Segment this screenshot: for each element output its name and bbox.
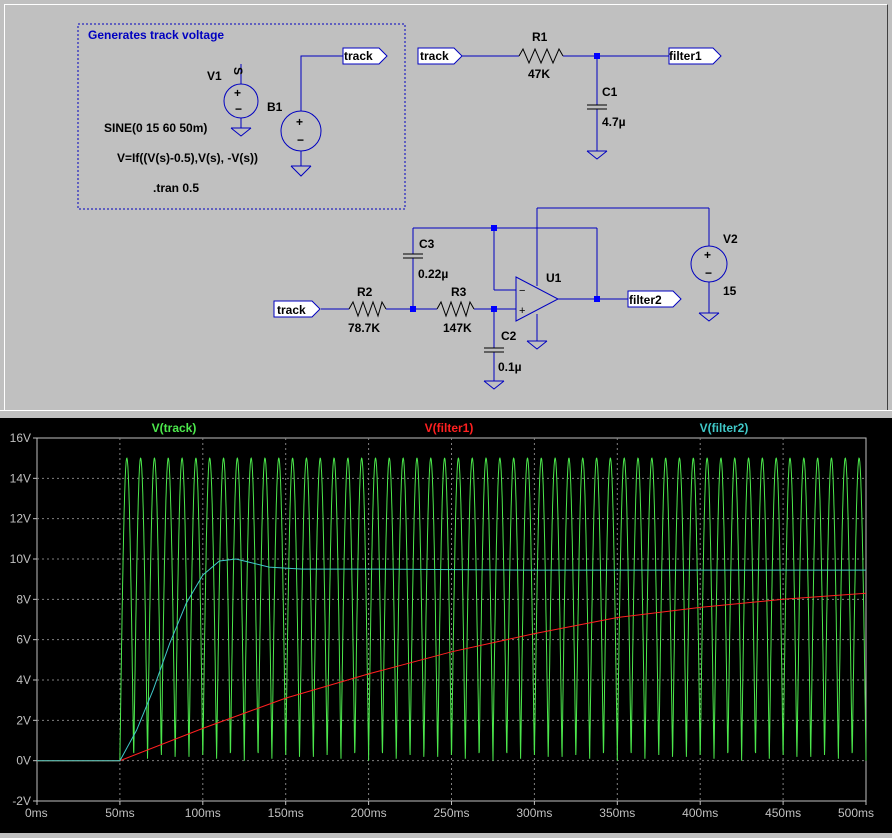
y-tick-label: 0V bbox=[16, 754, 31, 768]
v1-value[interactable]: SINE(0 15 60 50m) bbox=[104, 121, 207, 135]
v2-name[interactable]: V2 bbox=[723, 232, 738, 246]
waveform-plot[interactable]: 16V 14V 12V 10V 8V 6V 4V 2V 0V -2V 0ms 50ms 100ms 15… bbox=[0, 418, 892, 833]
y-tick-label: 8V bbox=[16, 592, 31, 606]
r3-resistor[interactable] bbox=[436, 300, 475, 318]
y-tick-label: 10V bbox=[10, 552, 31, 566]
v1-source[interactable]: + − bbox=[223, 64, 259, 137]
svg-text:−: − bbox=[705, 266, 712, 280]
y-tick-label: 16V bbox=[10, 431, 31, 445]
filter1-wiring bbox=[461, 55, 669, 160]
svg-text:−: − bbox=[519, 285, 525, 297]
y-tick-label: -2V bbox=[12, 794, 31, 808]
c3-name[interactable]: C3 bbox=[419, 237, 435, 251]
schematic-pane[interactable]: Generates track voltage + − S V1 SINE(0 … bbox=[0, 0, 892, 414]
c3-capacitor[interactable] bbox=[403, 253, 423, 259]
y-tick-label: 2V bbox=[16, 713, 31, 727]
x-tick-label: 500ms bbox=[838, 806, 874, 820]
x-tick-label: 450ms bbox=[765, 806, 801, 820]
r1-resistor[interactable] bbox=[518, 47, 564, 65]
net-label-filter2[interactable]: filter2 bbox=[627, 290, 682, 308]
junction-dot-filter1 bbox=[594, 53, 600, 59]
x-tick-label: 50ms bbox=[105, 806, 134, 820]
b1-name[interactable]: B1 bbox=[267, 100, 283, 114]
junction-dot-noninv bbox=[491, 306, 497, 312]
x-tick-label: 300ms bbox=[516, 806, 552, 820]
r3-name[interactable]: R3 bbox=[451, 285, 467, 299]
v2-value[interactable]: 15 bbox=[723, 284, 737, 298]
y-tick-label: 6V bbox=[16, 633, 31, 647]
r3-value[interactable]: 147K bbox=[443, 321, 472, 335]
v2-source[interactable]: + − bbox=[690, 245, 728, 283]
x-tick-label: 150ms bbox=[268, 806, 304, 820]
x-tick-label: 0ms bbox=[25, 806, 48, 820]
series-line-track[interactable] bbox=[37, 457, 867, 762]
x-tick-label: 400ms bbox=[682, 806, 718, 820]
svg-text:−: − bbox=[235, 102, 242, 116]
net-label-track-1-text: track bbox=[344, 49, 373, 63]
r1-value[interactable]: 47K bbox=[528, 67, 550, 81]
legend-entry[interactable]: V(track) bbox=[152, 421, 197, 435]
c1-value[interactable]: 4.7µ bbox=[602, 115, 626, 129]
r2-resistor[interactable] bbox=[348, 300, 387, 318]
c1-name[interactable]: C1 bbox=[602, 85, 618, 99]
x-tick-label: 250ms bbox=[433, 806, 469, 820]
tran-directive[interactable]: .tran 0.5 bbox=[153, 181, 199, 195]
waveform-plot-pane[interactable]: 16V 14V 12V 10V 8V 6V 4V 2V 0V -2V 0ms 50ms 100ms 15… bbox=[0, 418, 892, 833]
b1-expression[interactable]: V=If((V(s)-0.5),V(s), -V(s)) bbox=[117, 151, 258, 165]
u1-opamp[interactable]: − + bbox=[515, 276, 560, 322]
v1-name[interactable]: V1 bbox=[207, 69, 222, 83]
svg-text:+: + bbox=[519, 305, 525, 317]
legend-entry[interactable]: V(filter1) bbox=[425, 421, 474, 435]
r1-name[interactable]: R1 bbox=[532, 30, 548, 44]
u1-name[interactable]: U1 bbox=[546, 271, 562, 285]
y-tick-label: 4V bbox=[16, 673, 31, 687]
net-label-filter1[interactable]: filter1 bbox=[668, 47, 722, 65]
c2-value[interactable]: 0.1µ bbox=[498, 360, 522, 374]
net-label-track-2[interactable]: track bbox=[417, 47, 463, 65]
c3-value[interactable]: 0.22µ bbox=[418, 267, 448, 281]
b1-source[interactable]: + − bbox=[280, 55, 343, 177]
schematic-canvas[interactable]: Generates track voltage + − S V1 SINE(0 … bbox=[4, 4, 888, 411]
series-line-filter1[interactable] bbox=[37, 592, 867, 762]
net-label-filter1-text: filter1 bbox=[669, 49, 702, 63]
svg-text:+: + bbox=[704, 248, 711, 262]
svg-text:+: + bbox=[234, 86, 241, 100]
r2-value[interactable]: 78.7K bbox=[348, 321, 380, 335]
junction-dot-out bbox=[594, 296, 600, 302]
net-label-track-3-text: track bbox=[277, 303, 306, 317]
group-title[interactable]: Generates track voltage bbox=[88, 28, 224, 42]
junction-dot-feedback bbox=[491, 225, 497, 231]
y-tick-label: 14V bbox=[10, 471, 31, 485]
legend-entry[interactable]: V(filter2) bbox=[700, 421, 749, 435]
svg-text:−: − bbox=[297, 133, 304, 147]
net-label-track-2-text: track bbox=[420, 49, 449, 63]
v1-node-label: S bbox=[231, 67, 245, 75]
x-tick-label: 100ms bbox=[185, 806, 221, 820]
c2-name[interactable]: C2 bbox=[501, 329, 517, 343]
x-tick-label: 350ms bbox=[599, 806, 635, 820]
r2-name[interactable]: R2 bbox=[357, 285, 373, 299]
y-tick-label: 12V bbox=[10, 512, 31, 526]
net-label-track-1[interactable]: track bbox=[342, 47, 388, 65]
net-label-track-3[interactable]: track bbox=[273, 300, 321, 318]
series-line-filter2[interactable] bbox=[37, 558, 866, 762]
c1-capacitor[interactable] bbox=[587, 104, 607, 110]
junction-dot-r2r3 bbox=[410, 306, 416, 312]
svg-text:+: + bbox=[296, 115, 303, 129]
net-label-filter2-text: filter2 bbox=[629, 293, 662, 307]
x-tick-label: 200ms bbox=[351, 806, 387, 820]
filter2-wiring bbox=[321, 207, 720, 390]
c2-capacitor[interactable] bbox=[484, 347, 504, 353]
